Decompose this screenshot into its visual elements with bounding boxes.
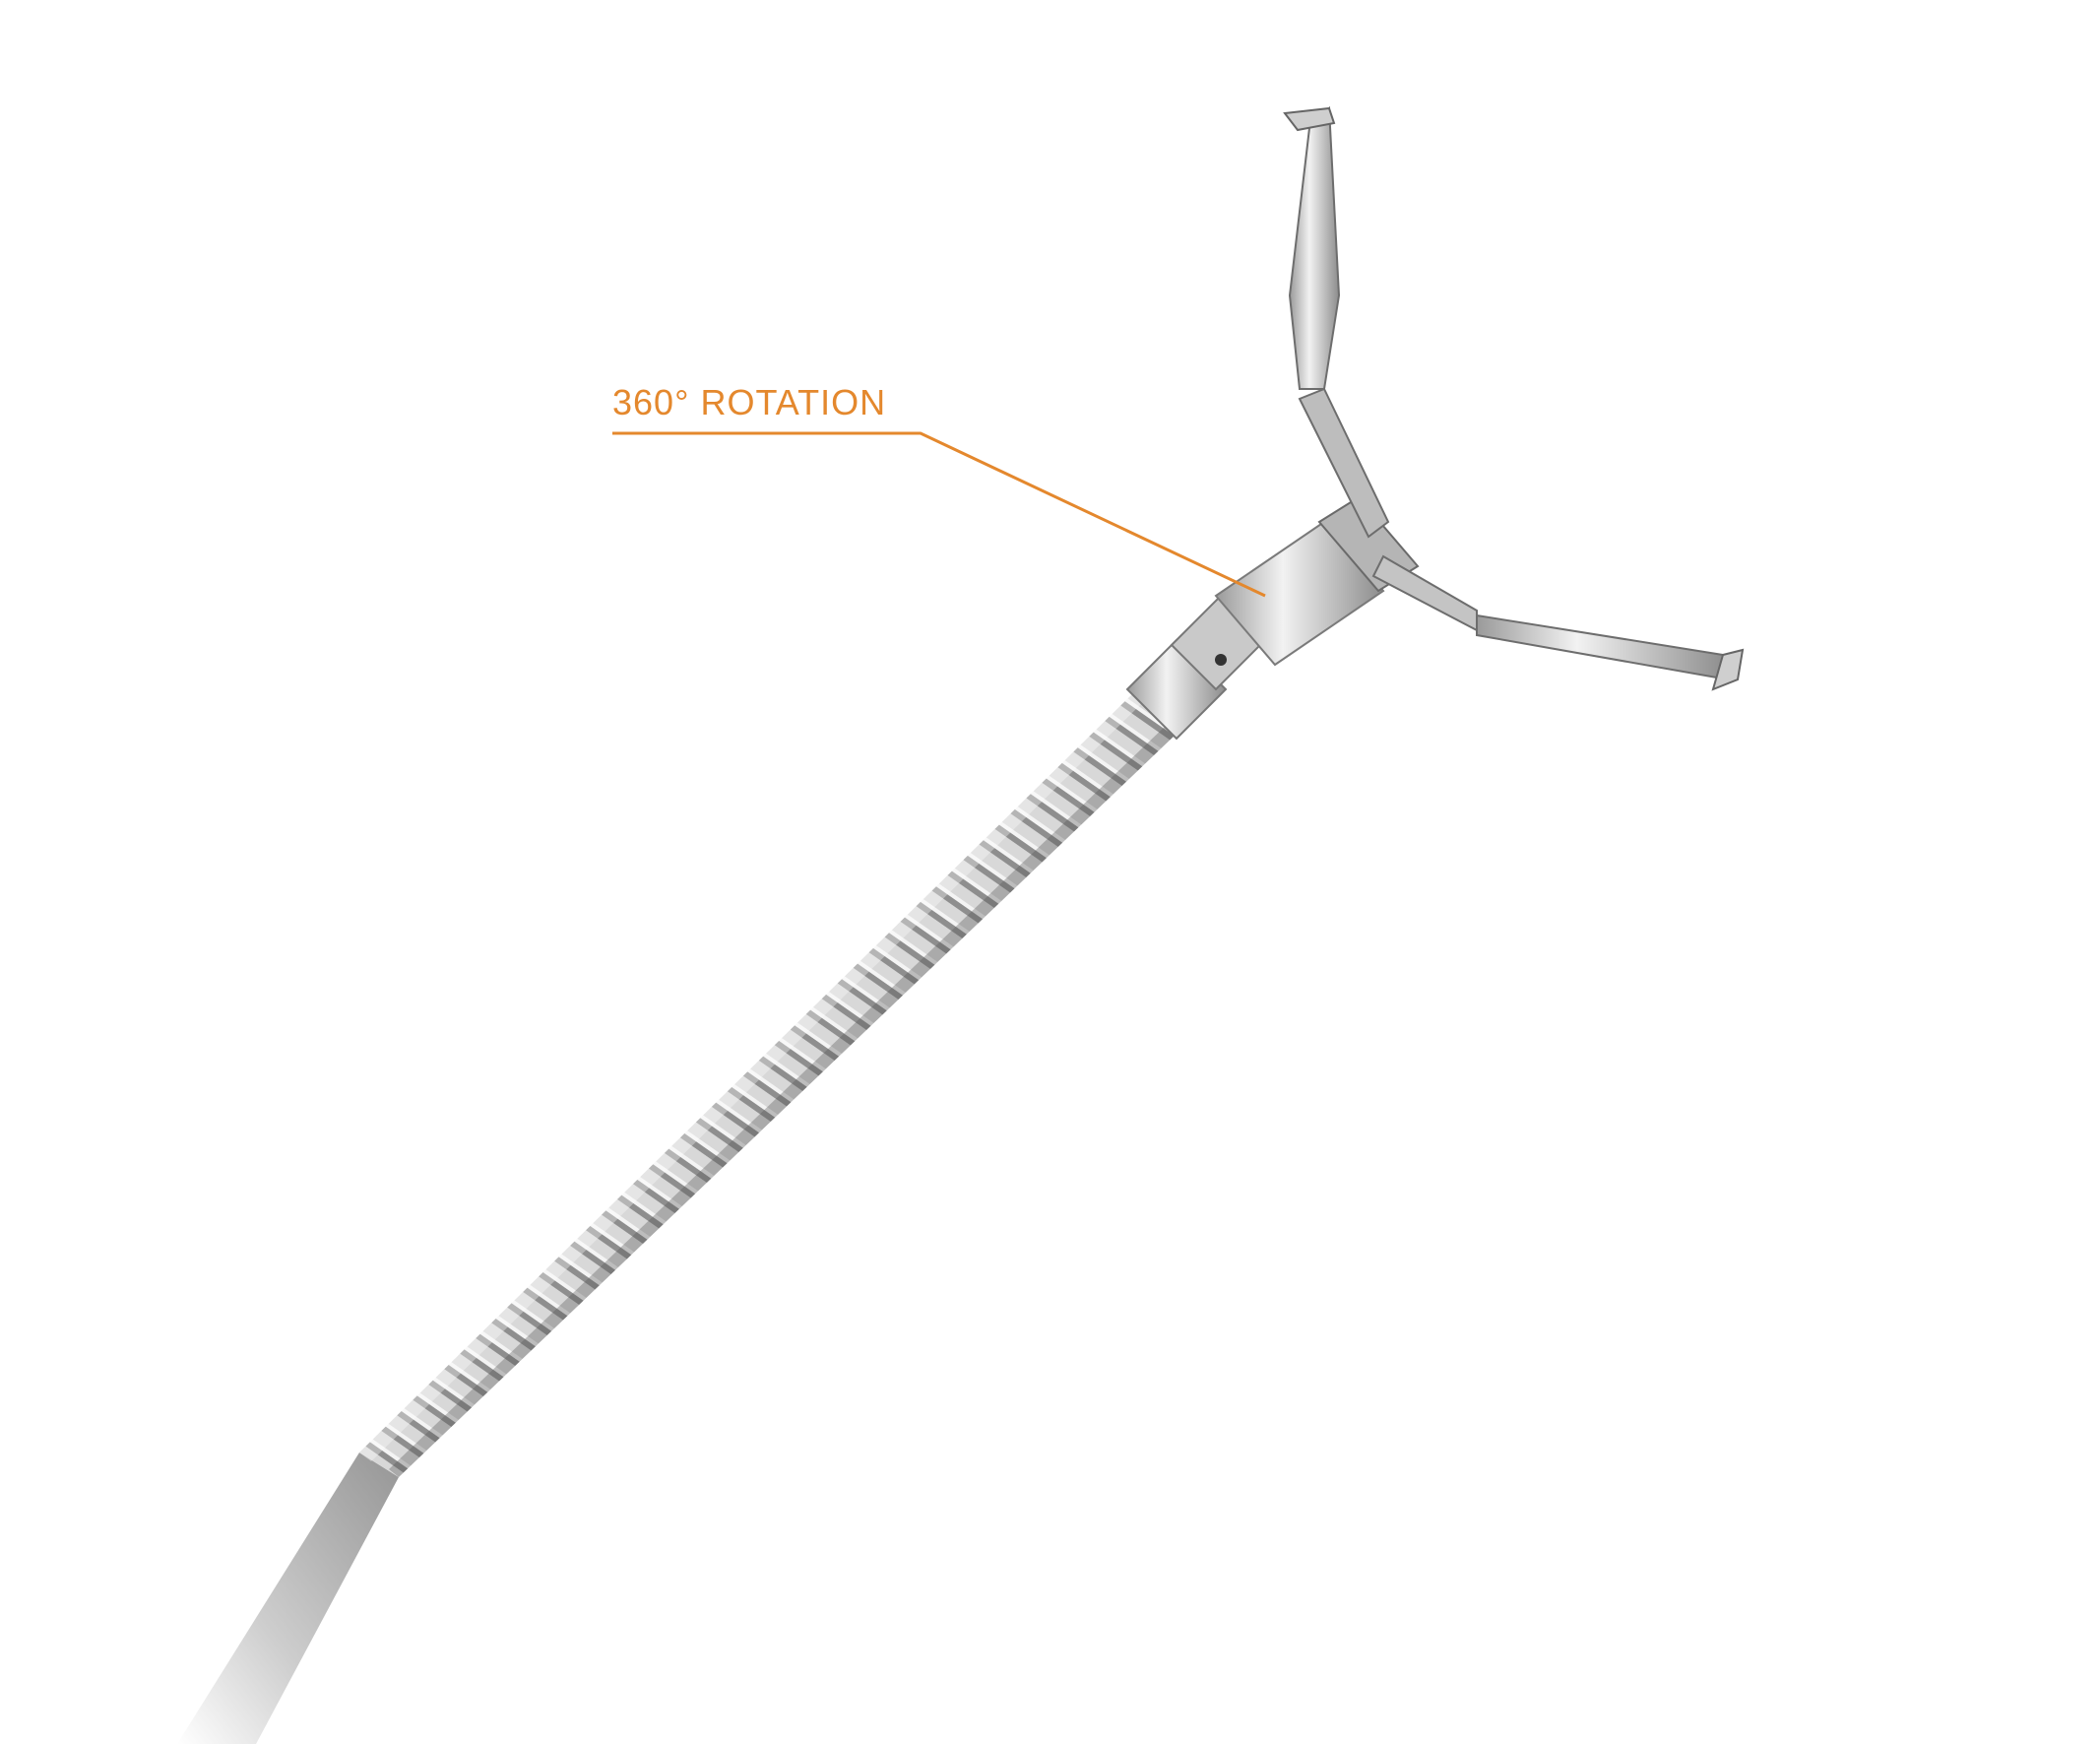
clip-lower-arm xyxy=(1371,554,1745,691)
clip-upper-arm xyxy=(1283,105,1390,539)
callout-leader-line xyxy=(612,431,1266,598)
coil-shaft xyxy=(359,694,1177,1477)
outer-sheath xyxy=(177,1453,399,1744)
rotation-callout-label: 360° ROTATION xyxy=(612,382,887,422)
